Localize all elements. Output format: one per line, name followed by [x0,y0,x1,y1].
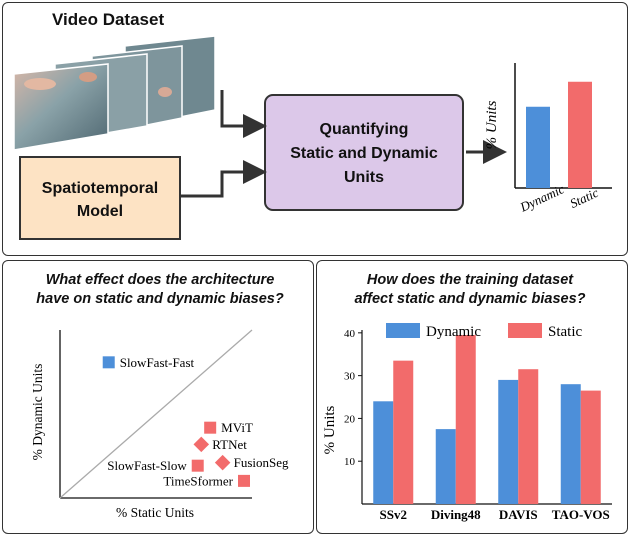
scatter-point-timesformer [238,474,250,487]
scatter-point-mvit-label: MViT [221,420,253,435]
bar-chart-y-tick-label-30: 30 [344,371,356,383]
bar-chart-y-tick-label-20: 20 [344,413,356,425]
scatter-point-fusionseg-label: FusionSeg [234,455,289,470]
architecture-question-line2: have on static and dynamic biases? [36,291,284,307]
quantify-label-line1: Quantifying [320,121,409,138]
bottom-right-panel [316,260,628,534]
bar-chart-y-label: % Units [322,405,338,454]
scatter-point-slowfast-fast-label: SlowFast-Fast [120,355,195,370]
dataset-question-line1: How does the training dataset [367,272,574,288]
legend-label-dynamic: Dynamic [426,324,481,340]
bar-chart-x-label-davis: DAVIS [499,507,538,522]
bar-chart-y-tick-label-10: 10 [344,456,356,468]
mini-chart-bar-static [568,81,592,188]
legend-label-static: Static [548,324,583,340]
scatter-x-label: % Static Units [116,505,194,520]
model-label-line1: Spatiotemporal [42,180,158,197]
scatter-point-fusionseg [214,454,231,471]
bar-davis-static [518,369,539,504]
architecture-question-line1: What effect does the architecture [46,272,275,288]
video-frames-image [13,35,216,151]
bar-tao-vos-dynamic [560,384,581,504]
arrow-dataset-to-quantify [220,90,267,138]
scatter-point-slowfast-slow-label: SlowFast-Slow [107,458,187,473]
mini-chart-bar-dynamic [526,106,550,188]
arrow-model-to-quantify [180,160,267,198]
mini-chart-y-label: % Units [484,100,500,149]
bottom-left-panel [2,260,314,534]
quantify-label-line3: Units [344,169,384,186]
legend-swatch-static [508,323,542,338]
scatter-diagonal [59,329,253,499]
scatter-y-label: % Dynamic Units [30,364,45,461]
bar-chart-y-tick-label-40: 40 [344,328,356,340]
bar-chart-x-label-ssv2: SSv2 [380,507,407,522]
bar-tao-vos-static [580,390,601,504]
bar-ssv2-static [393,360,414,504]
scatter-point-slowfast-fast [102,356,115,369]
bar-diving48-static [455,334,476,504]
bar-diving48-dynamic [435,429,456,504]
scatter-point-slowfast-slow [191,459,204,472]
scatter-point-rtnet-label: RTNet [212,437,247,452]
bar-ssv2-dynamic [373,401,394,504]
scatter-point-rtnet [193,436,210,453]
architecture-scatter-plot: % Static Units % Dynamic Units SlowFast-Fa… [30,329,289,520]
legend-swatch-dynamic [386,323,420,338]
quantifying-box [264,94,464,211]
scatter-point-timesformer-label: TimeSformer [163,473,233,488]
quantify-label-line2: Static and Dynamic [290,145,438,162]
top-panel [2,2,628,256]
bar-chart-x-label-diving48: Diving48 [431,507,481,522]
model-label-line2: Model [77,203,123,220]
bar-davis-dynamic [498,379,519,504]
spatiotemporal-model-box [19,156,181,240]
scatter-point-mvit [204,421,217,434]
dataset-question-line2: affect static and dynamic biases? [354,291,585,307]
bar-chart-x-label-tao-vos: TAO-VOS [552,507,610,522]
video-dataset-title: Video Dataset [52,10,164,29]
